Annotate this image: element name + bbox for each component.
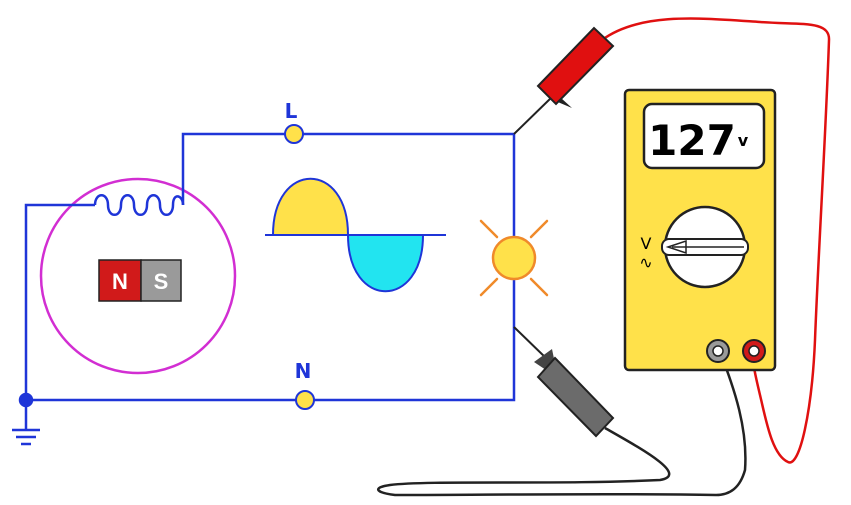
ground-icon <box>12 392 40 446</box>
red-probe[interactable] <box>513 26 615 135</box>
sine-wave-icon <box>265 178 446 292</box>
magnet-north-label: N <box>112 269 128 294</box>
circuit-wires <box>24 132 516 402</box>
black-probe-lead <box>377 351 747 497</box>
coil-icon <box>93 194 185 216</box>
multimeter-display <box>642 102 766 170</box>
sine-negative-half <box>346 234 425 292</box>
lamp-icon <box>479 219 549 297</box>
multimeter-reading: 127 <box>648 116 736 165</box>
selector-knob[interactable] <box>661 205 749 289</box>
wire-line-N <box>26 275 516 402</box>
black-probe[interactable] <box>513 326 615 438</box>
wire-left <box>24 203 95 400</box>
red-probe-lead <box>601 17 831 464</box>
magnet: N S <box>98 259 182 302</box>
multimeter: 127 v V ∿ <box>623 88 777 372</box>
magnet-north-block <box>98 259 142 302</box>
label-line: L <box>285 99 298 123</box>
magnet-south-block <box>140 259 182 302</box>
terminal-L <box>284 124 304 144</box>
multimeter-unit: v <box>738 131 749 150</box>
label-neutral: N <box>295 359 312 383</box>
selector-ac-mark: ∿ <box>639 253 652 272</box>
wire-line-L <box>181 132 516 245</box>
terminal-N <box>295 390 315 410</box>
com-jack[interactable] <box>706 339 730 363</box>
selector-voltage-mark: V <box>641 234 652 253</box>
sine-positive-half <box>271 178 350 236</box>
magnet-south-label: S <box>154 269 169 294</box>
generator-ring <box>39 177 237 375</box>
voltage-jack[interactable] <box>742 339 766 363</box>
